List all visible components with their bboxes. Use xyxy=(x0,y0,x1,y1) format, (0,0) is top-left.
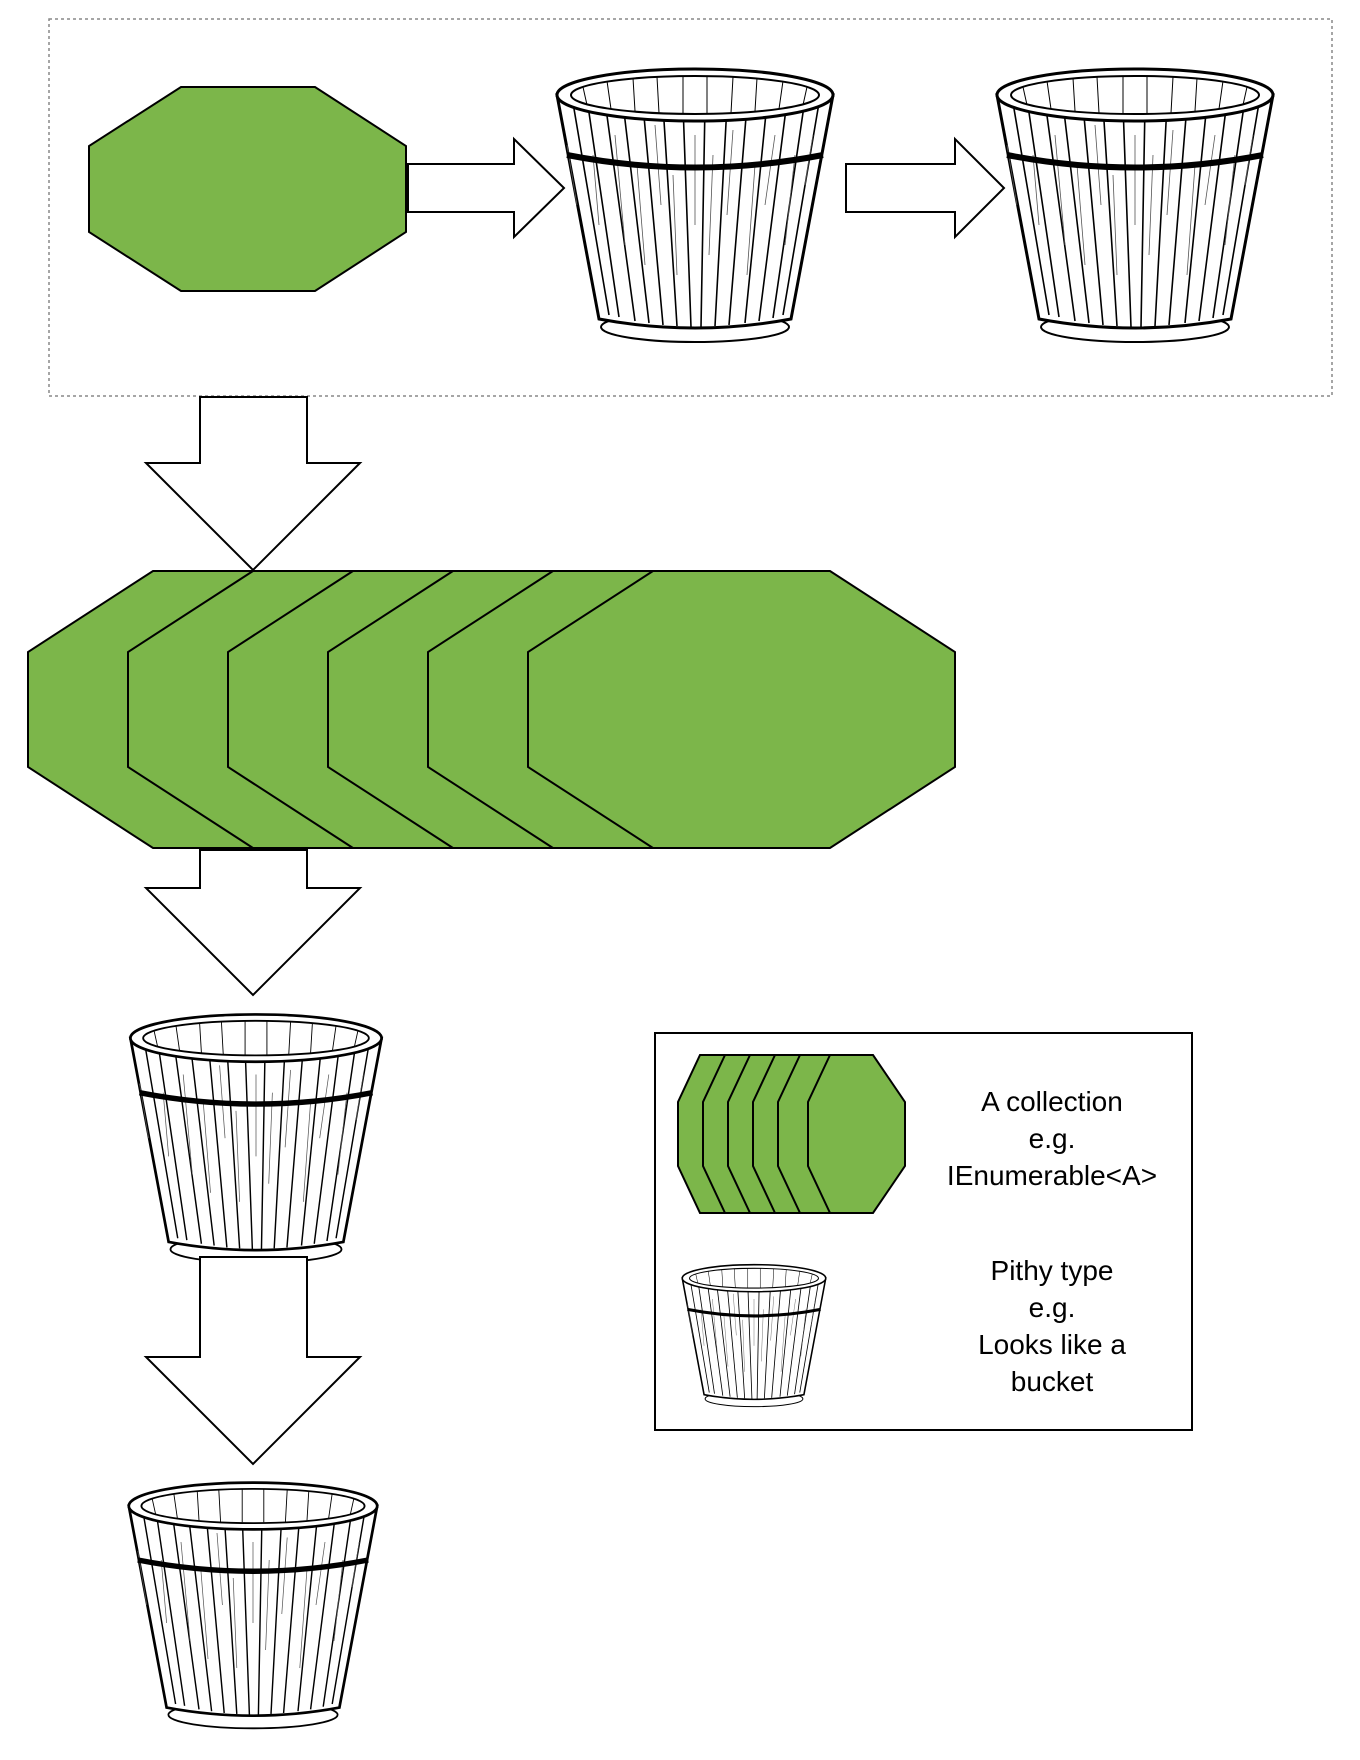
right-arrow-icon xyxy=(407,136,566,240)
bucket-icon xyxy=(557,69,833,342)
single-element-octagon-icon xyxy=(88,86,407,292)
legend-bucket-icon xyxy=(680,1263,828,1409)
bucket-icon xyxy=(997,69,1273,342)
legend-collection-line2: e.g. xyxy=(1028,1123,1076,1154)
down-arrow-icon xyxy=(143,849,363,997)
dotted-group-box xyxy=(48,18,1333,397)
legend-pithy-line2: e.g. xyxy=(1028,1292,1076,1323)
down-arrow-icon xyxy=(143,1256,363,1466)
legend-pithy-line3: Looks like a xyxy=(978,1329,1126,1360)
right-arrow-icon xyxy=(845,136,1006,240)
bucket-icon xyxy=(129,1483,377,1729)
legend-pithy-line1: Pithy type xyxy=(990,1255,1114,1286)
collection-stacked-octagons-icon xyxy=(27,570,956,849)
legend-collection-icon xyxy=(677,1054,906,1214)
legend-collection-line3: IEnumerable<A> xyxy=(946,1160,1158,1191)
legend-pithy-line4: bucket xyxy=(1010,1366,1094,1397)
down-arrow-icon xyxy=(143,396,363,572)
legend-pithy-description: Pithy type e.g. Looks like a bucket xyxy=(922,1252,1182,1400)
bucket-icon xyxy=(130,1014,381,1262)
legend-collection-line1: A collection xyxy=(981,1086,1123,1117)
legend-collection-description: A collection e.g. IEnumerable<A> xyxy=(922,1083,1182,1194)
